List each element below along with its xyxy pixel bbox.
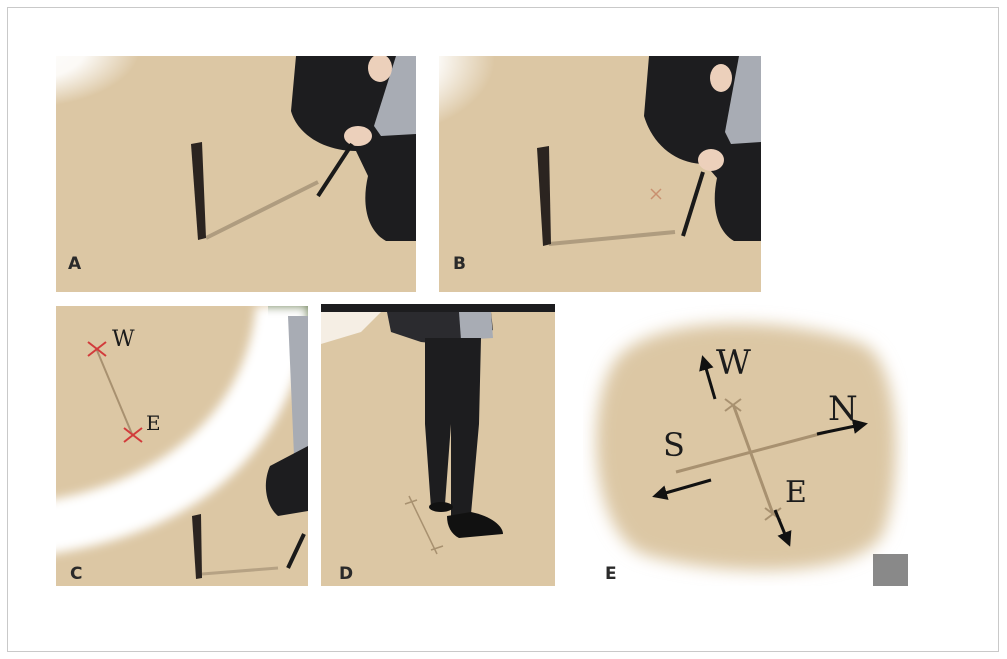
panel-a-label: A: [68, 254, 81, 274]
west-letter: W: [112, 327, 135, 352]
panel-b-illustration: [439, 56, 761, 292]
panel-b-label: B: [453, 254, 466, 274]
panel-c-label: C: [70, 564, 82, 584]
east-letter: E: [785, 475, 807, 510]
panel-c-illustration: W E: [56, 306, 308, 586]
panel-a-illustration: [56, 56, 416, 292]
panel-d-illustration: [321, 304, 555, 586]
panel-d: D: [321, 304, 555, 586]
panel-e-illustration: W N S E: [583, 304, 908, 586]
north-letter: N: [828, 389, 858, 429]
south-letter: S: [663, 426, 685, 464]
east-letter: E: [146, 411, 161, 435]
west-letter: W: [716, 343, 751, 383]
panel-e-label: E: [605, 564, 617, 584]
panel-a: A: [56, 56, 416, 292]
top-edge: [321, 304, 555, 312]
figure-frame: A: [7, 7, 999, 652]
panel-b: B: [439, 56, 761, 292]
panel-d-label: D: [339, 564, 353, 584]
panel-c: W E C: [56, 306, 308, 586]
panel-e: W N S E E: [583, 304, 908, 586]
corner-shadow: [873, 554, 908, 586]
